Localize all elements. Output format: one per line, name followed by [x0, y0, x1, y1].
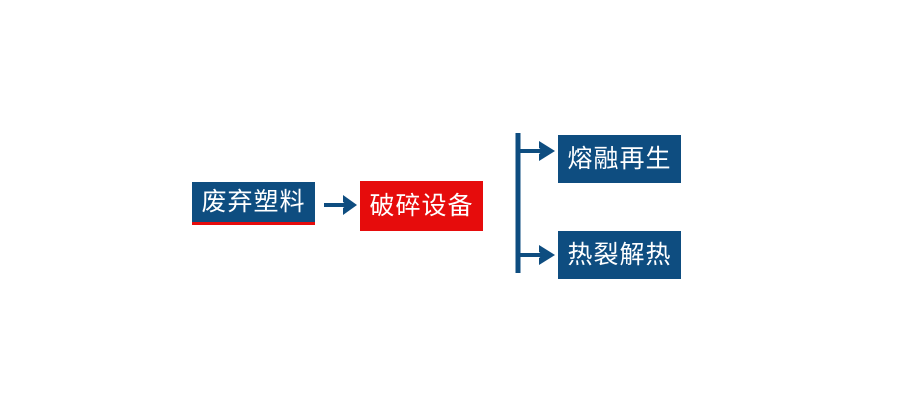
node-input-label: 废弃塑料	[201, 187, 306, 216]
node-output-pyrolysis-heat[interactable]: 热裂解热	[558, 231, 681, 279]
arrow-right-icon	[324, 195, 357, 215]
node-process-label: 破碎设备	[369, 191, 474, 220]
node-output-bottom-label: 热裂解热	[567, 240, 672, 269]
branch-connector-bracket	[505, 126, 565, 282]
arrow-input-to-process	[323, 189, 359, 221]
bracket-split-icon	[515, 133, 555, 273]
node-input-waste-plastic[interactable]: 废弃塑料	[192, 182, 315, 225]
node-output-melt-regeneration[interactable]: 熔融再生	[558, 135, 681, 183]
node-output-top-label: 熔融再生	[567, 144, 672, 173]
node-crushing-equipment[interactable]: 破碎设备	[360, 181, 483, 231]
